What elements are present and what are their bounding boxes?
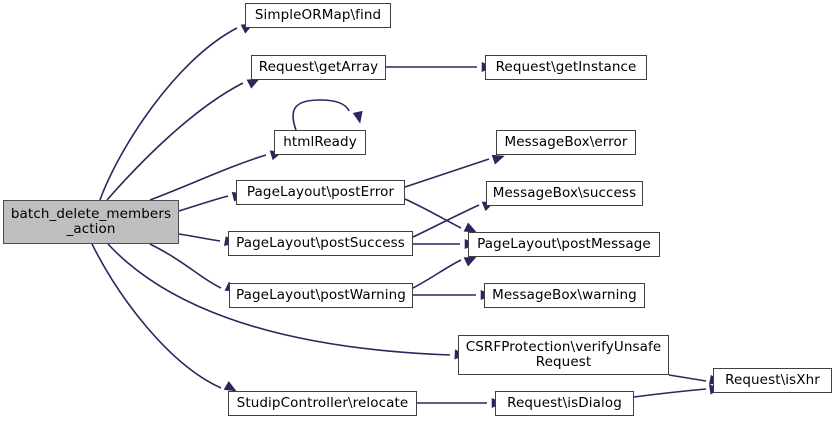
arrow-head-postWarning-to-postMessage <box>463 256 477 267</box>
call-edge-postWarning-to-postMessage <box>412 259 462 289</box>
arrow-head-htmlReady-to-htmlReady <box>352 110 363 124</box>
arrow-head-postError-to-mbError <box>491 154 505 165</box>
graph-node-htmlReady[interactable]: htmlReady <box>274 130 366 155</box>
arrow-head-postError-to-postMessage <box>463 222 477 233</box>
call-edge-root-to-getArray <box>106 82 244 201</box>
call-edge-postError-to-postMessage <box>404 198 462 229</box>
call-edge-root-to-relocate <box>91 243 222 389</box>
graph-node-mbSuccess[interactable]: MessageBox\success <box>486 181 643 206</box>
call-edge-root-to-find <box>99 27 238 201</box>
graph-node-postError[interactable]: PageLayout\postError <box>236 180 405 205</box>
call-edge-root-to-postError <box>178 195 229 212</box>
call-edge-csrf-to-isXhr <box>668 374 707 382</box>
graph-node-postSuccess[interactable]: PageLayout\postSuccess <box>228 231 413 256</box>
call-edge-root-to-postSuccess <box>178 233 221 242</box>
call-edge-root-to-htmlReady <box>149 154 267 201</box>
call-edge-root-to-csrf <box>107 243 451 356</box>
graph-node-csrf[interactable]: CSRFProtection\verifyUnsafe Request <box>458 335 669 375</box>
graph-node-mbError[interactable]: MessageBox\error <box>496 130 636 155</box>
graph-node-mbWarning[interactable]: MessageBox\warning <box>484 283 645 308</box>
graph-node-isDialog[interactable]: Request\isDialog <box>495 391 634 416</box>
call-edge-htmlReady-to-htmlReady <box>292 99 350 131</box>
graph-node-postMessage[interactable]: PageLayout\postMessage <box>468 232 660 257</box>
call-edge-postError-to-mbError <box>404 158 490 188</box>
arrow-head-root-to-relocate <box>223 380 237 392</box>
graph-node-find[interactable]: SimpleORMap\find <box>245 3 391 28</box>
call-edge-root-to-postWarning <box>149 243 222 289</box>
graph-node-getArray[interactable]: Request\getArray <box>251 55 386 80</box>
call-edge-postSuccess-to-mbSuccess <box>412 204 480 238</box>
graph-node-postWarning[interactable]: PageLayout\postWarning <box>229 283 413 308</box>
graph-node-relocate[interactable]: StudipController\relocate <box>228 391 417 416</box>
graph-node-root[interactable]: batch_delete_members _action <box>3 200 179 244</box>
graph-node-isXhr[interactable]: Request\isXhr <box>713 368 832 393</box>
call-edge-isDialog-to-isXhr <box>633 388 707 398</box>
graph-node-getInstance[interactable]: Request\getInstance <box>485 55 647 80</box>
